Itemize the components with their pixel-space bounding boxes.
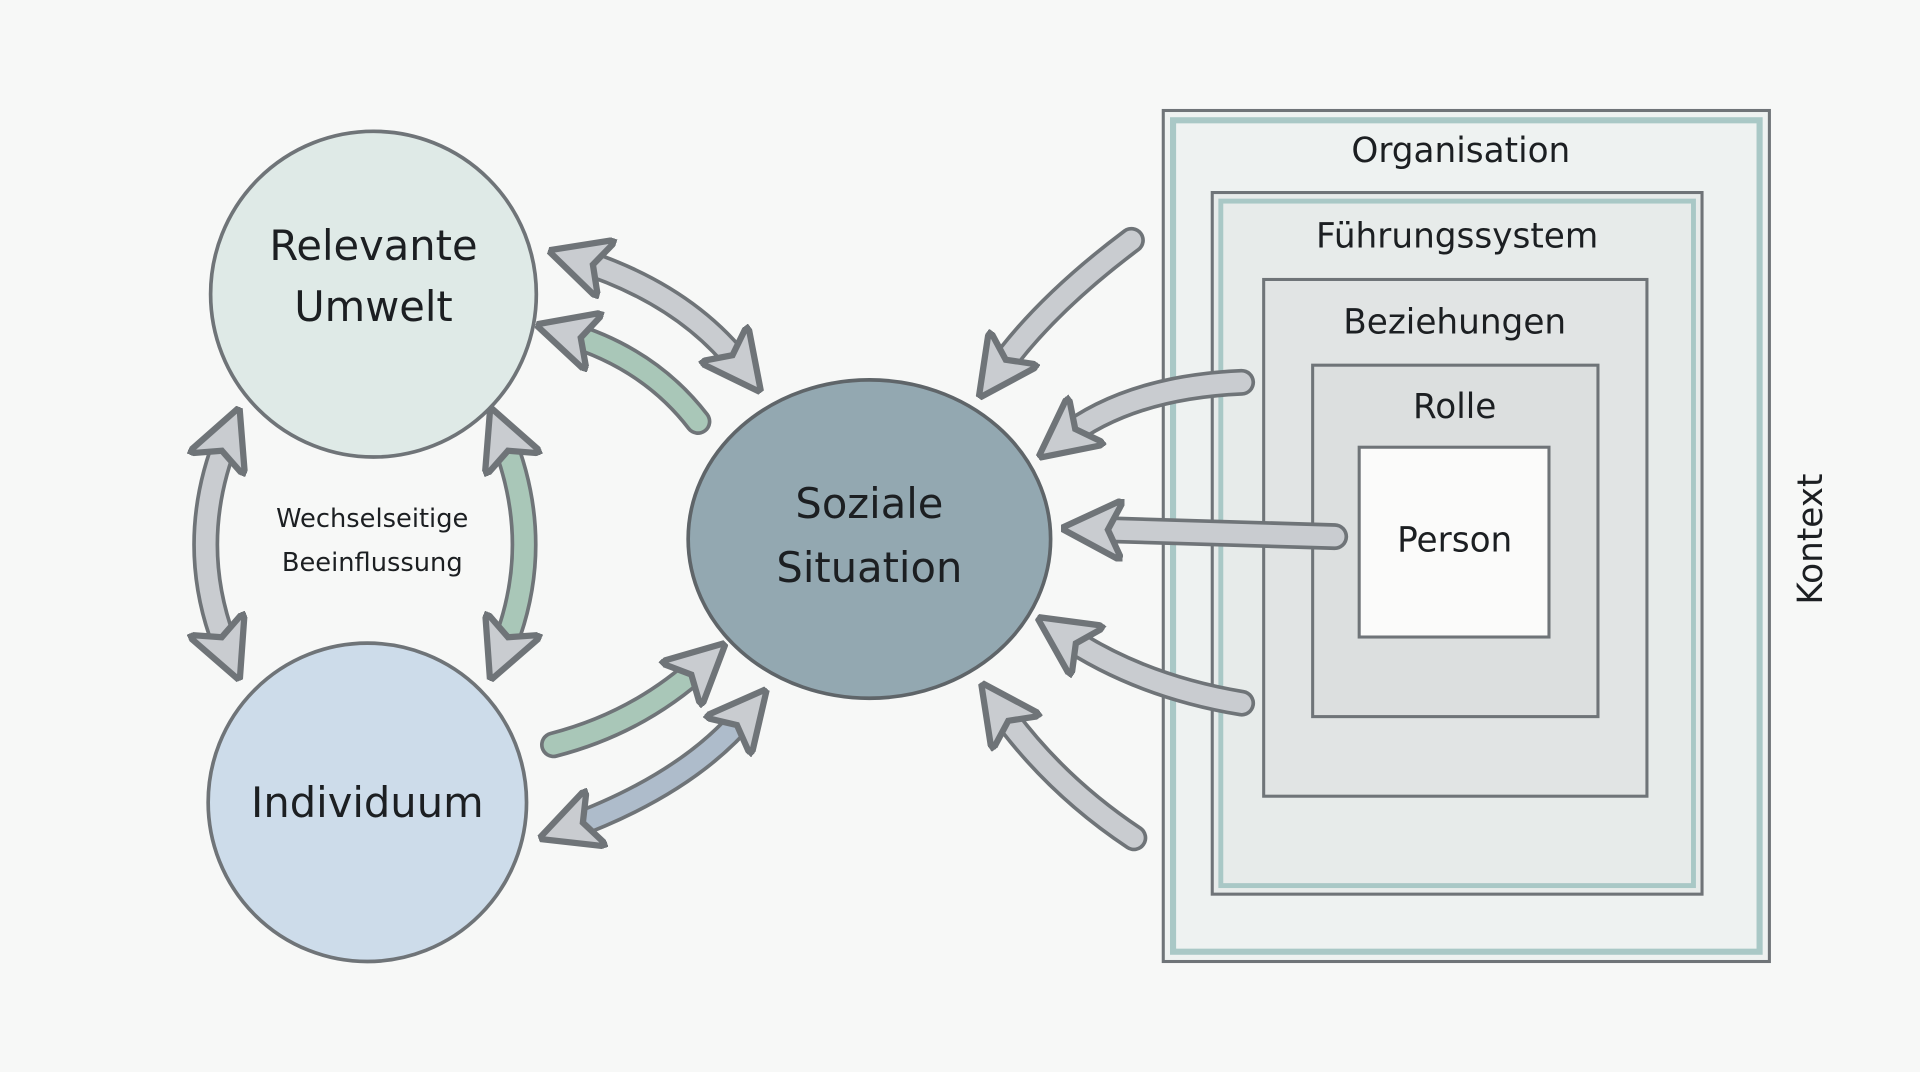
label-rolle: Rolle: [1413, 387, 1496, 427]
label-mutual-influence: Wechselseitige Beeinflussung: [276, 504, 468, 578]
label-person: Person: [1397, 520, 1512, 560]
arrow-beziehungen-to-situation: [1063, 368, 1256, 438]
arrow-organisation-to-situation: [997, 226, 1145, 372]
arrow-rolle-to-situation: [1063, 635, 1256, 717]
label-relevante: Relevante: [269, 221, 477, 270]
arrow-situation-to-environment: [566, 333, 712, 435]
node-soziale-situation: Soziale Situation: [686, 378, 1053, 701]
arrows: [206, 226, 1349, 852]
node-individuum: Individuum: [206, 641, 529, 964]
label-kontext: Kontext: [1791, 474, 1831, 605]
arrow-person-to-situation: [1092, 529, 1349, 536]
arrow-individual-to-situation: [540, 664, 702, 759]
label-beeinflussung: Beeinflussung: [282, 548, 463, 578]
arrow-individual-situation: [568, 713, 747, 828]
label-umwelt: Umwelt: [294, 282, 453, 331]
label-situation: Situation: [776, 543, 962, 592]
label-organisation: Organisation: [1351, 131, 1570, 171]
label-soziale: Soziale: [795, 479, 943, 528]
layer-person: [1357, 445, 1551, 639]
arrow-mutual-right: [502, 436, 524, 652]
label-individuum: Individuum: [251, 778, 484, 827]
arrow-environment-situation: [578, 260, 742, 368]
arrow-mutual-left: [206, 436, 228, 652]
node-relevante-umwelt: Relevante Umwelt: [208, 129, 539, 459]
label-beziehungen: Beziehungen: [1343, 302, 1566, 342]
label-fuehrungssystem: Führungssystem: [1316, 217, 1598, 257]
label-wechselseitige: Wechselseitige: [276, 504, 468, 534]
arrow-fuehrung-to-situation: [999, 708, 1148, 852]
context-frame: Organisation Führungssystem Beziehungen …: [1161, 108, 1831, 964]
